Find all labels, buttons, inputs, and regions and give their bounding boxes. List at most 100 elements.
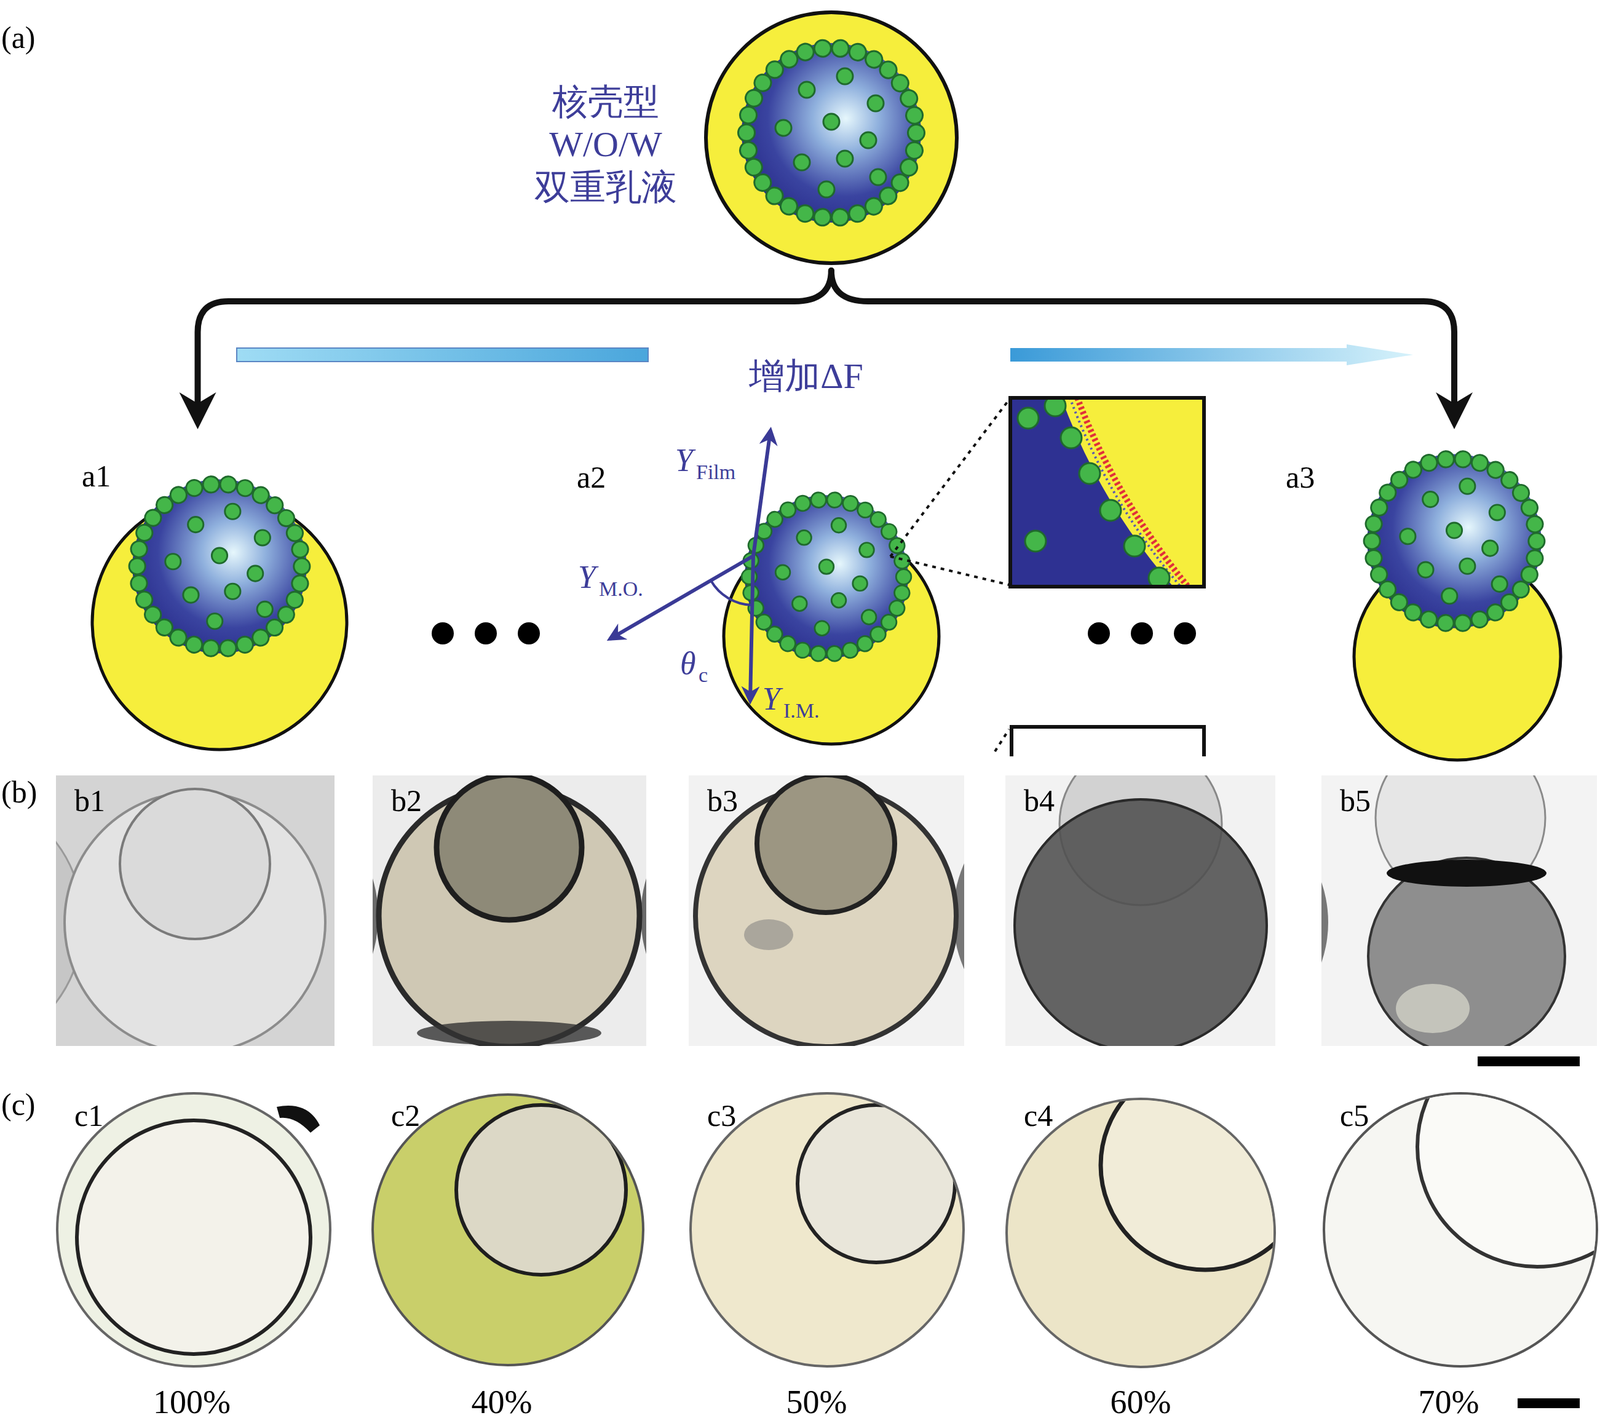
interface-inset [1025, 530, 1046, 552]
interface-inset [1060, 427, 1082, 449]
photo-b3 [688, 775, 965, 1046]
photo-b2 [372, 775, 647, 1046]
photo-c1 [57, 1093, 331, 1367]
interface-inset [1124, 535, 1145, 557]
panel-tag: a2 [576, 461, 606, 494]
photo-b5 [1321, 799, 1329, 1046]
photo-c1 [276, 1105, 320, 1133]
scale-bar [1477, 1056, 1580, 1067]
interface-inset [1077, 397, 1189, 587]
photo-tag: b5 [1339, 784, 1371, 818]
emulsion-node: 核壳型 W/O/W 双重乳液 [522, 12, 966, 271]
vector-symbol: Y [762, 682, 781, 717]
photo-c2 [456, 1104, 626, 1275]
photo-c4 [1100, 1060, 1310, 1270]
core-shell-emulsion [741, 43, 922, 223]
droplet-node: a3 [1272, 424, 1581, 760]
photo-c1 [57, 1093, 331, 1367]
vector-symbol: Y [578, 560, 596, 595]
photo-b3 [744, 919, 794, 951]
photo-c2 [372, 1094, 644, 1366]
droplet-node: a1 [67, 424, 357, 757]
angle-symbol: θ [680, 646, 697, 681]
panel-label: (c) [1, 1088, 36, 1121]
photo-tag: c2 [391, 1099, 420, 1133]
photo-tag: c4 [1023, 1099, 1053, 1133]
interface-inset [1079, 463, 1101, 484]
photo-c3 [797, 1104, 955, 1263]
photo-b4 [1014, 799, 1267, 1046]
ellipsis-dots [517, 622, 540, 645]
photo-c2 [456, 1104, 626, 1275]
core-shell-emulsion [705, 12, 957, 264]
photo-tag: b3 [707, 784, 738, 818]
photo-tag: b4 [1023, 784, 1055, 818]
interface-inset [1069, 397, 1181, 587]
photo-b2 [372, 775, 647, 1046]
photo-b1 [119, 788, 270, 939]
photo-c5 [1417, 1026, 1600, 1267]
concentration-label: 60% [1110, 1384, 1172, 1420]
zoom-leader [994, 729, 1010, 752]
photo-b4 [1005, 775, 1276, 1046]
core-shell-emulsion [705, 12, 957, 264]
photo-c4 [1100, 1060, 1310, 1270]
interface-inset [1017, 407, 1039, 429]
increase-arrow-bars [1010, 344, 1414, 366]
interface-inset [1010, 397, 1204, 587]
photo-tag: c5 [1339, 1099, 1369, 1133]
angle-subscript: c [698, 664, 708, 687]
tension-vectors [710, 580, 753, 606]
vector-subscript: M.O. [598, 578, 644, 601]
photo-c3 [690, 1093, 964, 1367]
photo-b3 [688, 775, 965, 1046]
vector-symbol: Y [675, 443, 694, 478]
increase-arrow-bars [236, 348, 649, 362]
panel-tag: a1 [81, 459, 111, 493]
photo-tag: c3 [707, 1099, 737, 1133]
zoom-leader [890, 556, 1010, 585]
brace-arrow [198, 270, 832, 422]
vector-subscript: Film [696, 461, 736, 484]
photo-c3 [797, 1104, 955, 1263]
ellipsis-dots [1130, 622, 1153, 645]
droplet-a2 [744, 495, 909, 659]
interface-inset [1011, 726, 1204, 757]
tension-vectors [609, 430, 771, 701]
interface-inset [1010, 397, 1204, 587]
photo-c3 [690, 1093, 964, 1367]
tension-vectors [753, 430, 771, 556]
concentration-label: 70% [1418, 1384, 1480, 1420]
scale-bar [1517, 1398, 1580, 1409]
photo-b5 [1321, 775, 1597, 1046]
vector-subscript: I.M. [783, 699, 820, 722]
arrow-label: 增加ΔF [748, 357, 864, 396]
interface-inset [1044, 397, 1066, 417]
panel-label: (b) [1, 776, 37, 809]
ellipsis-dots [1087, 622, 1110, 645]
photo-b3 [756, 775, 895, 913]
photo-b5 [1395, 983, 1470, 1034]
interface-inset [1017, 397, 1170, 587]
droplet-a1 [132, 479, 307, 654]
interface-inset [1010, 395, 1204, 757]
photo-tag: c1 [74, 1099, 104, 1133]
zoom-leader [890, 399, 1010, 557]
concentration-label: 50% [786, 1384, 848, 1420]
panel-label: (a) [1, 21, 36, 55]
photo-b5 [1386, 859, 1547, 887]
interface-inset [1100, 499, 1121, 521]
photo-tag: b2 [391, 784, 422, 818]
photo-c5 [1417, 1026, 1600, 1267]
photo-b1 [55, 775, 335, 1046]
emulsion-title: 核壳型 W/O/W 双重乳液 [522, 80, 689, 210]
photo-b2 [436, 775, 582, 920]
droplet-a1 [92, 479, 347, 750]
zoom-leader [890, 399, 1010, 752]
interface-inset [1010, 397, 1204, 587]
concentration-label: 100% [153, 1384, 231, 1420]
concentration-label: 40% [471, 1384, 533, 1420]
droplet-a3 [1366, 453, 1541, 628]
droplet-a3 [1354, 453, 1561, 761]
